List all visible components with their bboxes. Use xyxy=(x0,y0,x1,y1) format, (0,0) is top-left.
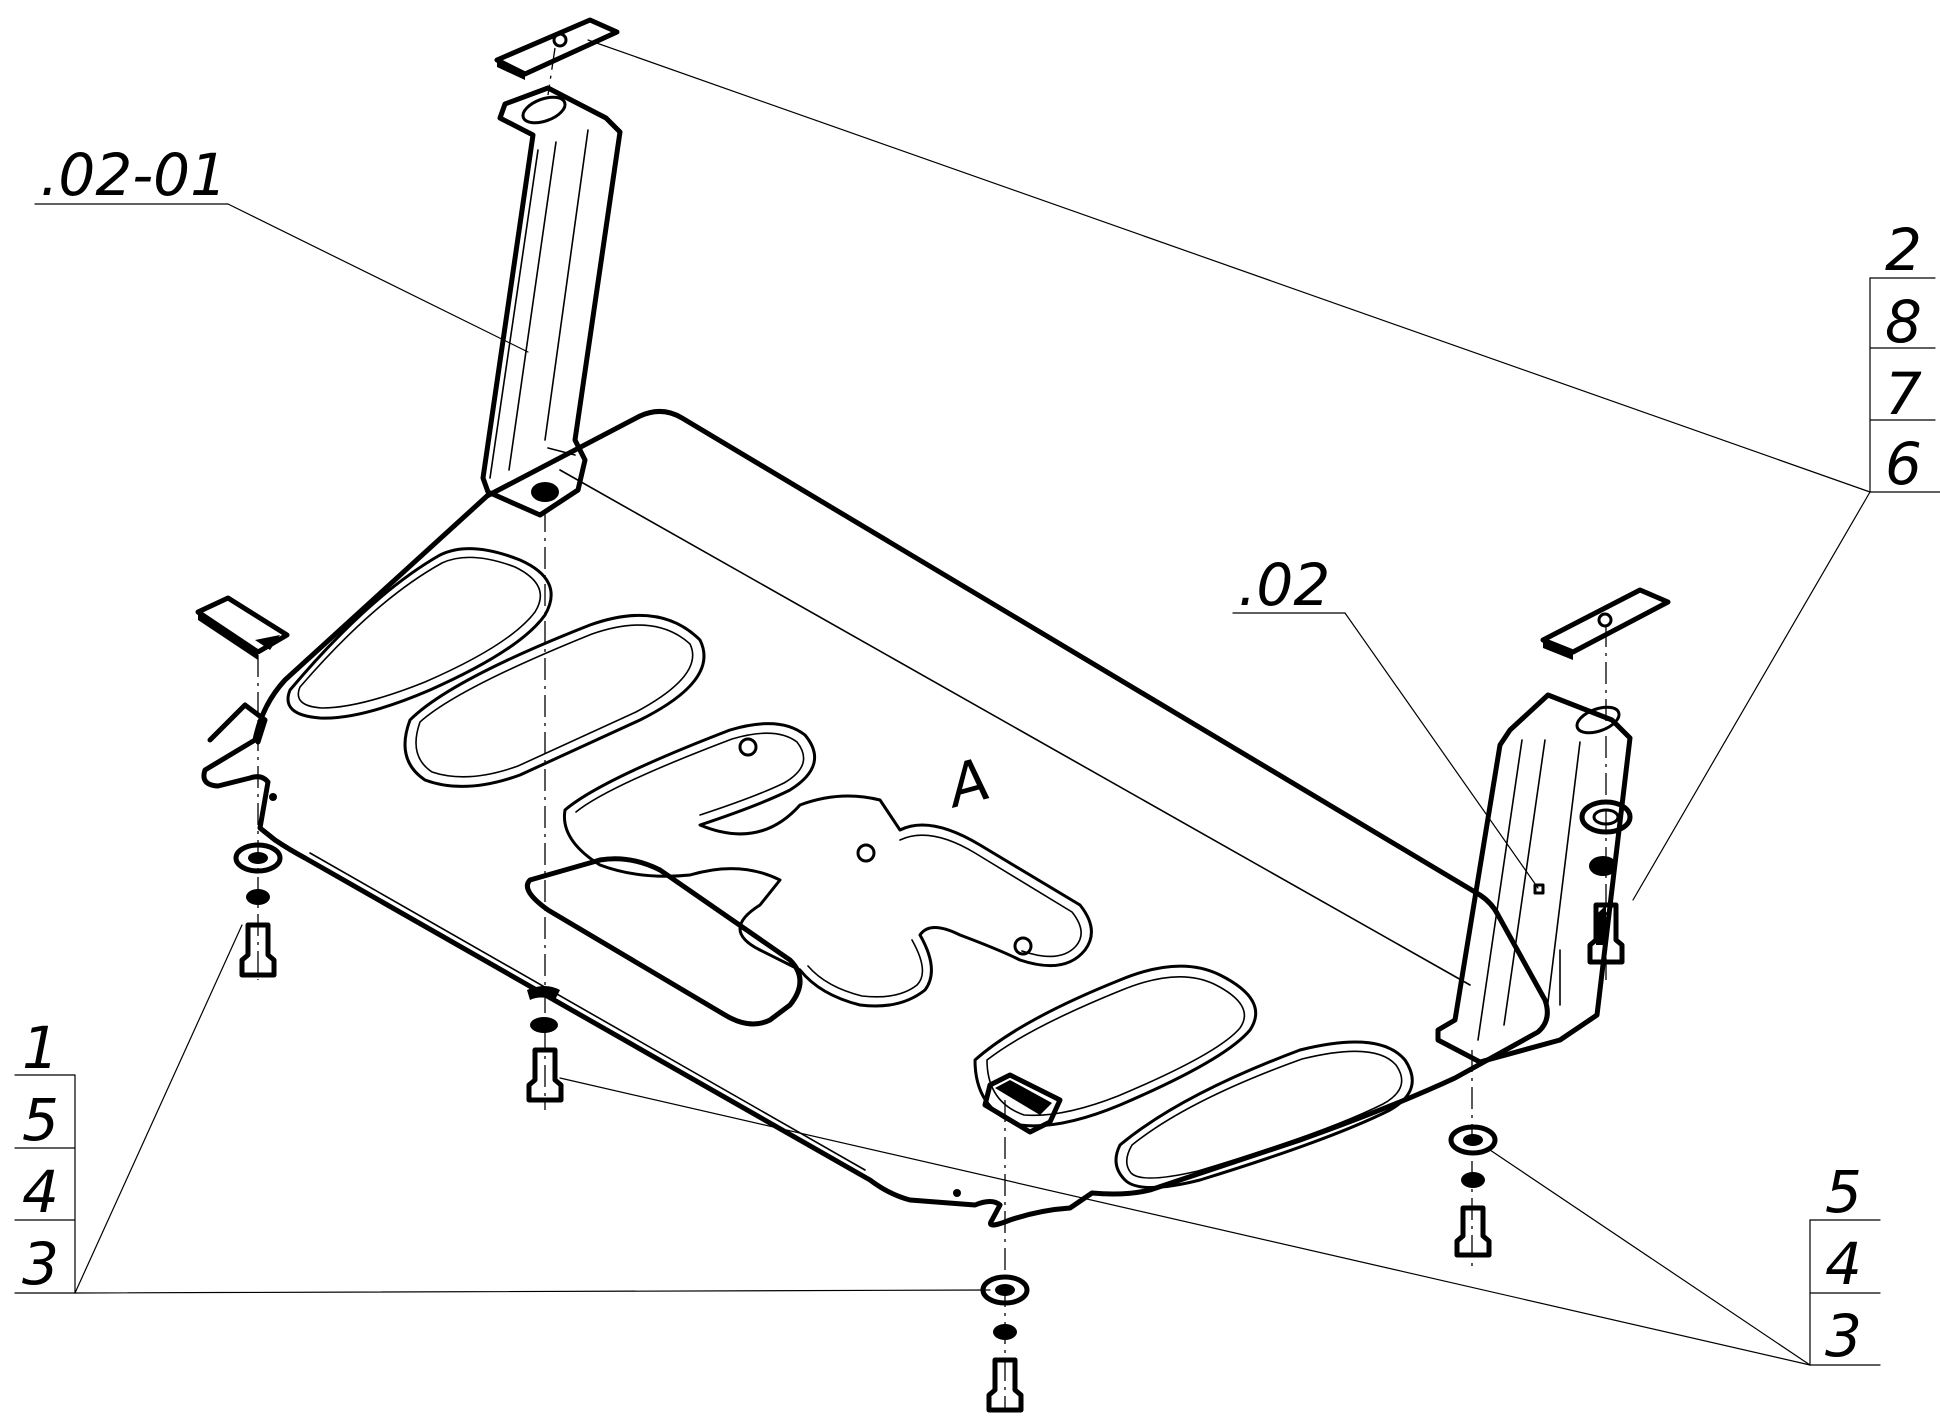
bracket-right xyxy=(1435,587,1671,1065)
center-lines xyxy=(257,47,1607,1410)
fastener-stack-2 xyxy=(526,986,564,1103)
skid-plate xyxy=(201,409,1550,1228)
callout-3b: 3 xyxy=(1825,1302,1862,1370)
callout-3: 3 xyxy=(22,1230,59,1298)
label-arrow-a: A xyxy=(937,745,997,822)
nut-plate-left xyxy=(195,595,290,660)
callout-2: 2 xyxy=(1885,216,1922,284)
label-stack-bottom-right: 5 4 3 xyxy=(1825,1158,1862,1370)
fastener-stack-5 xyxy=(1579,799,1633,965)
bracket-left xyxy=(480,17,623,518)
label-stack-top-right: 2 8 7 6 xyxy=(1885,216,1922,498)
label-stack-bottom-left: 1 5 4 3 xyxy=(22,1014,59,1298)
fastener-stack-4 xyxy=(1448,1124,1498,1258)
leader-lines xyxy=(14,39,1940,1366)
callout-7: 7 xyxy=(1885,360,1922,428)
fastener-stack-1 xyxy=(233,842,283,978)
label-part-02: .02 xyxy=(1238,551,1330,619)
callout-5b: 5 xyxy=(1825,1158,1862,1226)
callout-4: 4 xyxy=(22,1158,59,1226)
callout-8: 8 xyxy=(1885,288,1922,356)
callout-1: 1 xyxy=(22,1014,59,1082)
label-part-02-01: .02-01 xyxy=(40,141,227,209)
callout-6: 6 xyxy=(1885,430,1922,498)
callout-5: 5 xyxy=(22,1086,59,1154)
callout-4b: 4 xyxy=(1825,1230,1862,1298)
